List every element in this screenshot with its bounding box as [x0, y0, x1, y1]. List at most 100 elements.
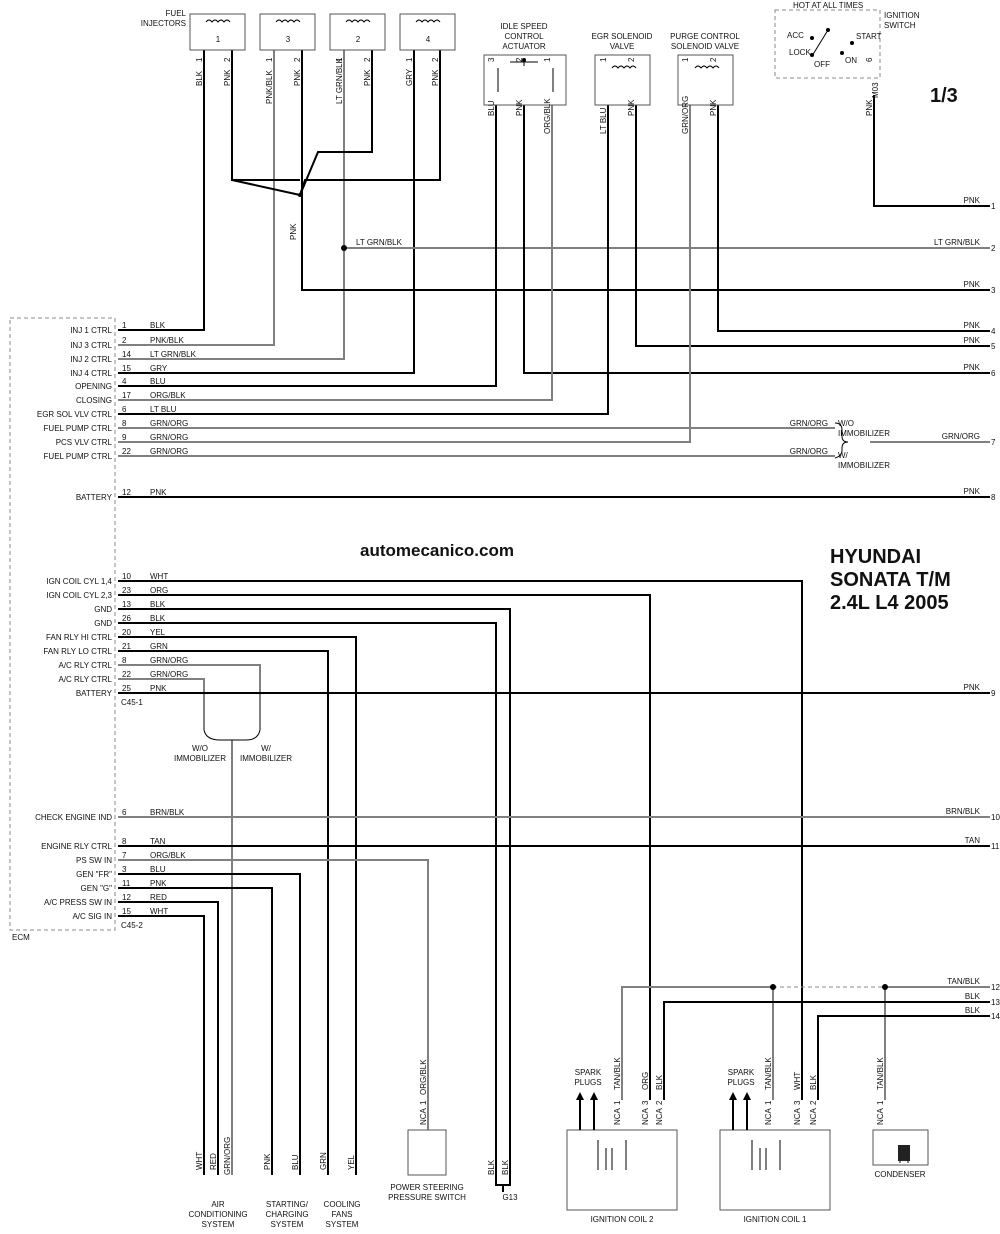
ignition-switch-contacts	[810, 28, 854, 57]
right-edge-number: 1	[991, 202, 996, 211]
ecm-row-label: A/C SIG IN	[72, 912, 112, 921]
injector-number: 4	[426, 35, 431, 44]
grnorg-wire-label: GRN/ORG	[790, 447, 828, 456]
top-pin-number: 1	[543, 57, 552, 62]
ecm-row-label: GEN "G"	[81, 884, 113, 893]
ecm-row-label: FAN RLY LO CTRL	[43, 647, 112, 656]
ps-switch-1: POWER STEERING	[390, 1183, 463, 1192]
ecm-row-pin: 14	[122, 350, 131, 359]
ecm-row-pin: 4	[122, 377, 127, 386]
ecm-row-label: IGN COIL CYL 1,4	[46, 577, 112, 586]
top-pin-wire-color: LT GRN/BLK	[335, 57, 344, 104]
top-pin-number: 1	[405, 57, 414, 62]
top-pin-wire-color: BLK	[195, 70, 204, 86]
ecm-row-pin: 21	[122, 642, 131, 651]
right-edge-number: 11	[991, 842, 1000, 851]
ecm-row-wire-color: ORG	[150, 586, 168, 595]
right-edge-wire-color: BRN/BLK	[946, 807, 981, 816]
ignition-coil-2-label: IGNITION COIL 2	[591, 1215, 654, 1224]
ecm-row-wire-color: GRN/ORG	[150, 656, 188, 665]
ecm-row-pin: 8	[122, 419, 127, 428]
ecm-row-pin: 9	[122, 433, 127, 442]
right-edge-wire-color: GRN/ORG	[942, 432, 980, 441]
ecm-row-pin: 10	[122, 572, 131, 581]
ecm-row-pin: 3	[122, 865, 127, 874]
watermark: automecanico.com	[360, 541, 514, 560]
iac-label-2: CONTROL	[504, 32, 544, 41]
ecm-row-label: ENGINE RLY CTRL	[41, 842, 112, 851]
switch-pos-on: ON	[845, 56, 857, 65]
bottom-pin-wire-color: WHT	[195, 1152, 204, 1170]
ecm-row-label: INJ 2 CTRL	[70, 355, 112, 364]
ecm-row-wire-color: WHT	[150, 572, 168, 581]
starting-system-1: STARTING/	[266, 1200, 309, 1209]
top-pin-number: 6	[865, 57, 874, 62]
top-pin-number: 2	[363, 57, 372, 62]
connector-pin: 1	[419, 1100, 428, 1105]
right-edge-number: 9	[991, 689, 996, 698]
right-edge-wire-color: PNK	[964, 196, 981, 205]
fuel-injectors-label-1: FUEL	[166, 9, 187, 18]
bottom-pin-wire-color: BLK	[501, 1159, 510, 1175]
connector-pin: 2	[809, 1100, 818, 1105]
injector-number: 2	[356, 35, 361, 44]
right-edge-wire-color: PNK	[964, 683, 981, 692]
ecm-row-label: FUEL PUMP CTRL	[44, 424, 113, 433]
ecm-row-wire-color: TAN	[150, 837, 166, 846]
bottom-pin-wire-color: BLK	[487, 1159, 496, 1175]
nca-label: NCA	[876, 1107, 885, 1125]
ecm-row-wire-color: BLU	[150, 377, 166, 386]
ecm-row-wire-color: WHT	[150, 907, 168, 916]
ecm-row-wire-color: YEL	[150, 628, 166, 637]
ignition-coil-1-label: IGNITION COIL 1	[744, 1215, 807, 1224]
cooling-system-2: FANS	[332, 1210, 353, 1219]
ecm-row-wire-color: LT BLU	[150, 405, 177, 414]
bottom-pin-wire-color: BLU	[291, 1154, 300, 1170]
bottom-pin-wire-color: GRN	[319, 1152, 328, 1170]
top-pin-wire-color: PNK	[627, 99, 636, 116]
ecm-row-label: FAN RLY HI CTRL	[46, 633, 112, 642]
connector-pin: 1	[764, 1100, 773, 1105]
iac-label-1: IDLE SPEED	[500, 22, 547, 31]
right-edge-wire-color: LT GRN/BLK	[934, 238, 981, 247]
top-pin-number: 2	[709, 57, 718, 62]
w-immobilizer-top-1: W/	[838, 451, 849, 460]
ecm-row-pin: 12	[122, 893, 131, 902]
right-edge-wire-color: TAN/BLK	[947, 977, 980, 986]
right-edge-wire-color: PNK	[964, 487, 981, 496]
nca-label: NCA	[764, 1107, 773, 1125]
vehicle-model: SONATA T/M	[830, 569, 951, 591]
ecm-row-label: A/C RLY CTRL	[59, 661, 113, 670]
ecm-label: ECM	[12, 933, 30, 942]
top-pin-number: 1	[335, 57, 344, 62]
right-edge-wire-color: PNK	[964, 336, 981, 345]
bottom-pin-wire-color: ORG/BLK	[419, 1059, 428, 1095]
spark-plugs-coil1-2: PLUGS	[727, 1078, 754, 1087]
fuel-injectors-label-2: INJECTORS	[141, 19, 186, 28]
ecm-row-label: PS SW IN	[76, 856, 112, 865]
ecm-row-pin: 2	[122, 336, 127, 345]
ac-system-2: CONDITIONING	[188, 1210, 247, 1219]
ecm-row-pin: 6	[122, 808, 127, 817]
ecm-row-label: OPENING	[75, 382, 112, 391]
ecm-row-pin: 17	[122, 391, 131, 400]
ecm-row-pin: 25	[122, 684, 131, 693]
ecm-row-wire-color: PNK	[150, 488, 167, 497]
nca-label: NCA	[613, 1107, 622, 1125]
wo-immobilizer-2: IMMOBILIZER	[174, 754, 226, 763]
top-pin-wire-color: PNK	[431, 69, 440, 86]
top-pin-wire-color: PNK/BLK	[265, 70, 274, 104]
bottom-pin-wire-color: WHT	[793, 1072, 802, 1090]
ecm-row-label: FUEL PUMP CTRL	[44, 452, 113, 461]
ecm-row-pin: 22	[122, 447, 131, 456]
ground-g13: G13	[502, 1193, 518, 1202]
w-immobilizer-1: W/	[261, 744, 272, 753]
wo-immobilizer-1: W/O	[192, 744, 208, 753]
top-pin-wire-color: PNK	[865, 99, 874, 116]
ecm-row-pin: 8	[122, 837, 127, 846]
